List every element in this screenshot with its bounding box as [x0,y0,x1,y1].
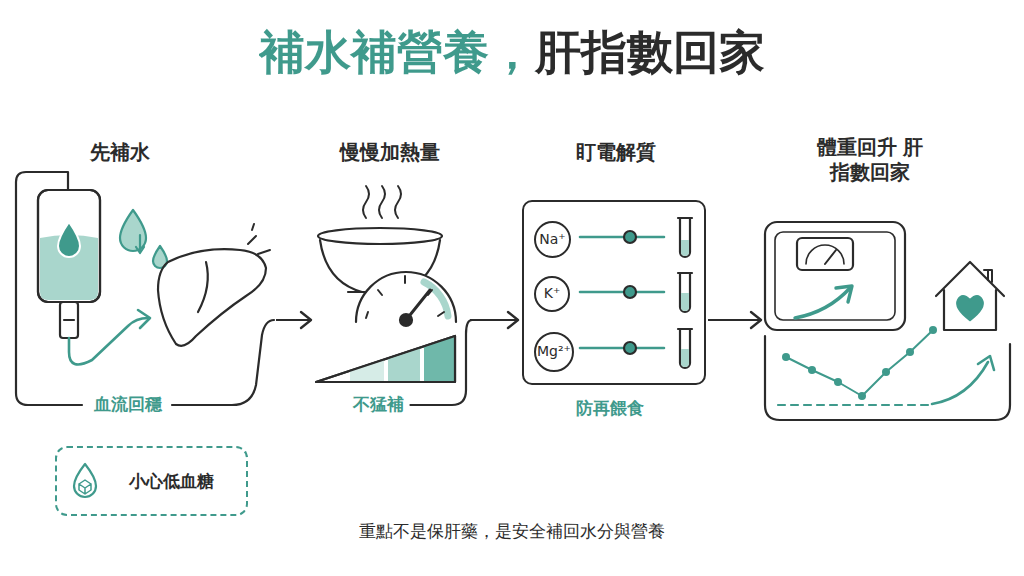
ion-circle: K⁺ [534,276,570,312]
flow-line [276,319,311,321]
ion-symbol: K⁺ [544,285,561,303]
electrolyte-panel: 盯電解質防再餵食Na⁺K⁺Mg²⁺ [522,200,706,385]
title-text: 補水補營養，肝指數回家 [259,22,765,84]
step-group: 慢慢加熱量不猛補 [315,138,468,420]
step-note: 不猛補 [347,394,410,415]
ion-circle: Mg²⁺ [534,332,574,372]
step-heading: 先補水 [90,140,150,165]
step-heading: 體重回升 肝指數回家 [814,135,926,185]
ion-symbol: Na⁺ [539,231,565,249]
result-panel: 體重回升 肝指數回家 [765,215,1012,423]
warning-text: 小心低血糖 [129,471,214,492]
step-group: 先補水血流回穩 [12,138,274,420]
flow-arrow [470,312,518,328]
step-heading: 慢慢加熱量 [340,140,440,165]
flow-line [470,319,518,321]
step-note: 防再餵食 [570,398,650,419]
arrow-head [508,312,518,328]
caption-text: 重點不是保肝藥，是安全補回水分與營養 [359,520,665,543]
flow-arrow [708,312,761,328]
ion-circle: Na⁺ [534,221,571,258]
arrow-head [301,312,311,328]
warning-box: 小心低血糖 [55,446,248,516]
ion-symbol: Mg²⁺ [537,343,571,361]
step-note: 血流回穩 [88,394,168,415]
flow-arrow [276,312,311,328]
flow-line [708,319,761,321]
step-heading: 盯電解質 [576,140,656,165]
arrow-head [751,312,761,328]
